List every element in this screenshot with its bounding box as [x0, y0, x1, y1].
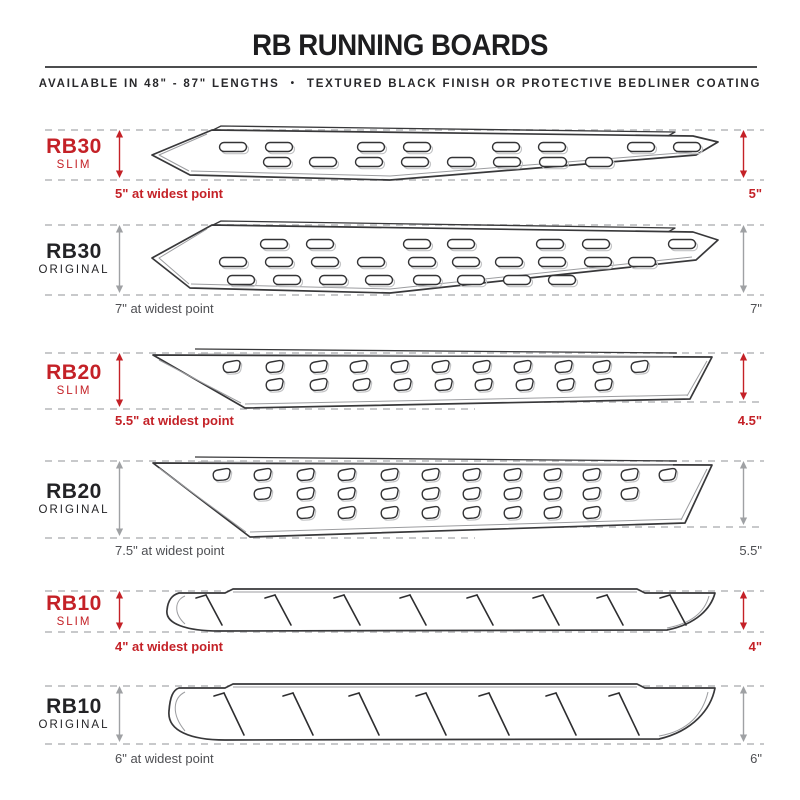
width-note-left: 6" at widest point — [115, 751, 214, 766]
width-note-left: 4" at widest point — [115, 639, 224, 654]
board-drawing-rb20-original — [145, 456, 723, 542]
dash-line-top — [45, 129, 764, 131]
width-note-left: 7.5" at widest point — [115, 543, 225, 558]
board-drawing-rb30-original — [145, 220, 723, 300]
dash-line-right — [440, 401, 764, 403]
page-title: RB RUNNING BOARDS — [252, 29, 548, 62]
dash-line-bottom — [45, 179, 764, 181]
board-drawing-rb20-slim — [145, 348, 723, 414]
height-arrow-right-icon — [737, 461, 750, 530]
dash-line-bottom — [45, 631, 764, 633]
subtitle-finish: TEXTURED BLACK FINISH OR PROTECTIVE BEDL… — [306, 78, 762, 90]
model-label: RB30 ORIGINAL — [38, 240, 110, 276]
bullet-separator-icon: • — [290, 78, 296, 89]
subtitle: AVAILABLE IN 48" - 87" LENGTHS • TEXTURED … — [0, 78, 800, 90]
dash-line-bottom — [45, 408, 475, 410]
width-note-right: 6" — [750, 751, 762, 766]
model-label: RB30 SLIM — [46, 135, 102, 171]
dash-line-bottom — [45, 743, 764, 745]
board-drawing-rb30-slim — [145, 125, 723, 185]
height-arrow-right-icon — [737, 130, 750, 183]
width-note-left: 7" at widest point — [115, 301, 214, 316]
model-label: RB20 ORIGINAL — [38, 480, 110, 516]
dash-line-right — [440, 526, 764, 528]
height-arrow-left-icon — [113, 225, 126, 298]
height-arrow-right-icon — [737, 591, 750, 635]
width-note-right: 7" — [750, 301, 762, 316]
height-arrow-right-icon — [737, 686, 750, 747]
model-label: RB10 ORIGINAL — [38, 695, 110, 731]
dash-line-bottom — [45, 294, 764, 296]
dash-line-top — [45, 224, 764, 226]
dash-line-bottom — [45, 537, 475, 539]
height-arrow-right-icon — [737, 353, 750, 405]
height-arrow-left-icon — [113, 461, 126, 541]
model-label: RB10 SLIM — [46, 592, 102, 628]
title-divider — [45, 66, 757, 68]
height-arrow-left-icon — [113, 353, 126, 412]
subtitle-lengths: AVAILABLE IN 48" - 87" LENGTHS — [38, 78, 280, 90]
board-drawing-rb10-slim — [145, 586, 723, 636]
height-arrow-left-icon — [113, 686, 126, 747]
dash-line-top — [45, 352, 764, 354]
width-note-left: 5.5" at widest point — [115, 413, 234, 428]
model-label: RB20 SLIM — [46, 361, 102, 397]
board-drawing-rb10-original — [145, 681, 723, 749]
width-note-right: 4" — [748, 639, 762, 654]
height-arrow-left-icon — [113, 130, 126, 183]
height-arrow-left-icon — [113, 591, 126, 635]
height-arrow-right-icon — [737, 225, 750, 298]
width-note-right: 4.5" — [737, 413, 762, 428]
width-note-right: 5" — [748, 186, 762, 201]
width-note-right: 5.5" — [739, 543, 762, 558]
width-note-left: 5" at widest point — [115, 186, 224, 201]
dash-line-top — [45, 460, 764, 462]
